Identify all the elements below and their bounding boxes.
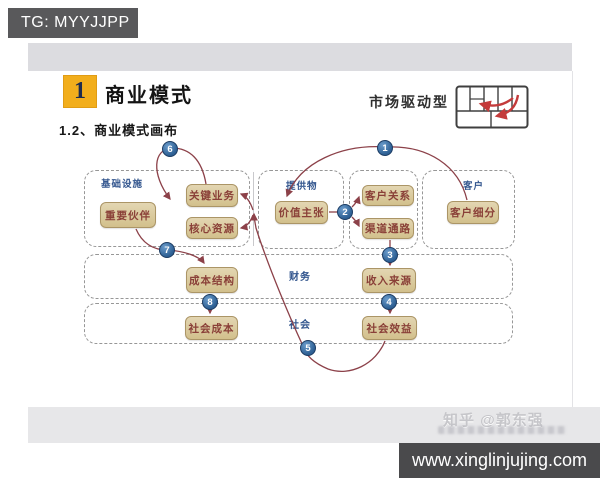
label-infrastructure: 基础设施	[101, 179, 144, 190]
step-circle-4: 4	[381, 294, 397, 310]
step-circle-8: 8	[202, 294, 218, 310]
step-circle-6: 6	[162, 141, 178, 157]
node-social-benefit: 社会效益	[362, 316, 417, 340]
section-number: 1	[74, 78, 86, 104]
step-circle-5: 5	[300, 340, 316, 356]
label-offering: 提供物	[286, 181, 318, 192]
node-value-proposition: 价值主张	[275, 201, 328, 224]
step-circle-3: 3	[382, 247, 398, 263]
group-customer	[422, 170, 515, 249]
bottom-gray-band	[28, 407, 600, 443]
step-circle-1: 1	[377, 140, 393, 156]
canvas-divider-line	[253, 172, 254, 246]
canvas-sketch-icon	[455, 85, 529, 129]
telegram-badge: TG: MYYJJPP	[8, 8, 138, 38]
model-type-label: 市场驱动型	[369, 94, 449, 110]
label-customer: 客户	[463, 181, 485, 192]
node-core-resources: 核心资源	[186, 217, 238, 239]
node-key-activities: 关键业务	[186, 184, 238, 207]
node-social-cost: 社会成本	[185, 316, 238, 340]
telegram-badge-label: TG: MYYJJPP	[21, 14, 130, 31]
label-society: 社会	[289, 320, 311, 331]
slide-subtitle: 1.2、商业模式画布	[59, 123, 179, 138]
node-channels: 渠道通路	[362, 218, 414, 239]
zhihu-credit-watermark: 知乎 @郭东强	[443, 412, 544, 429]
node-revenue-streams: 收入来源	[362, 268, 416, 293]
page-title: 商业模式	[105, 85, 193, 107]
step-circle-7: 7	[159, 242, 175, 258]
node-customer-segments: 客户细分	[447, 201, 499, 224]
node-customer-relationships: 客户关系	[362, 185, 414, 206]
faint-watermark-line	[438, 426, 566, 434]
top-gray-band	[28, 43, 572, 71]
website-footer-bar: www.xinglinjujing.com	[399, 443, 600, 478]
section-number-badge: 1	[63, 75, 97, 108]
node-key-partners: 重要伙伴	[100, 202, 156, 228]
node-cost-structure: 成本结构	[186, 267, 238, 293]
website-url: www.xinglinjujing.com	[411, 450, 588, 470]
step-circle-2: 2	[337, 204, 353, 220]
label-finance: 财务	[289, 272, 311, 283]
